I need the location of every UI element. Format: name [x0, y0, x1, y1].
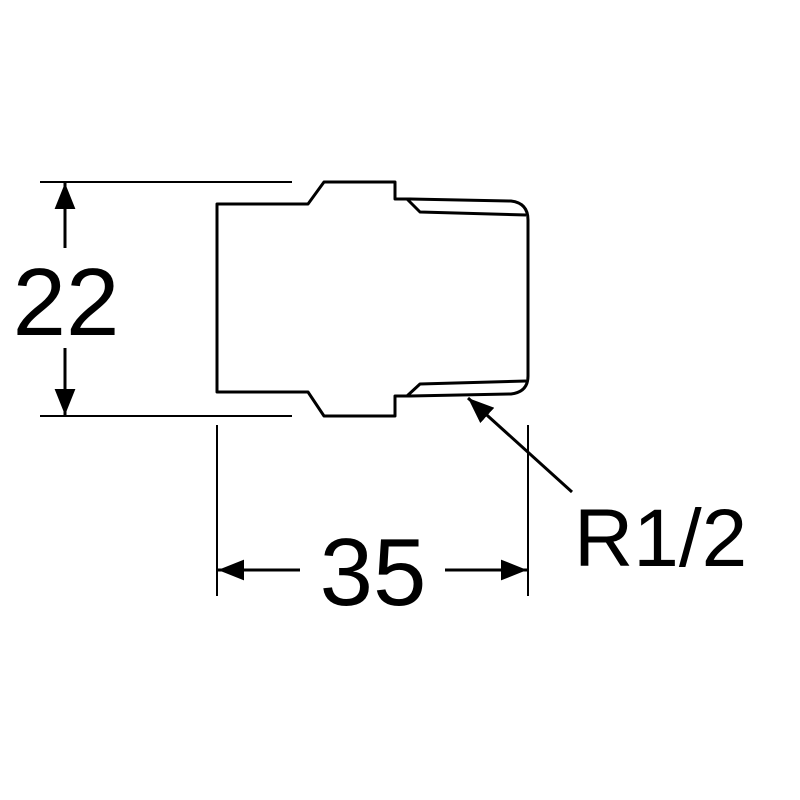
height-label: 22 — [13, 249, 120, 356]
thread-leader — [466, 396, 574, 494]
thread-line-top — [405, 197, 527, 217]
thread-label: R1/2 — [574, 493, 747, 584]
thread-line-bottom — [405, 379, 527, 398]
height-dimension — [40, 181, 292, 417]
leader-arrow — [466, 396, 574, 494]
length-label: 35 — [320, 519, 427, 626]
part-outline — [215, 180, 530, 418]
body-outline — [215, 180, 530, 418]
